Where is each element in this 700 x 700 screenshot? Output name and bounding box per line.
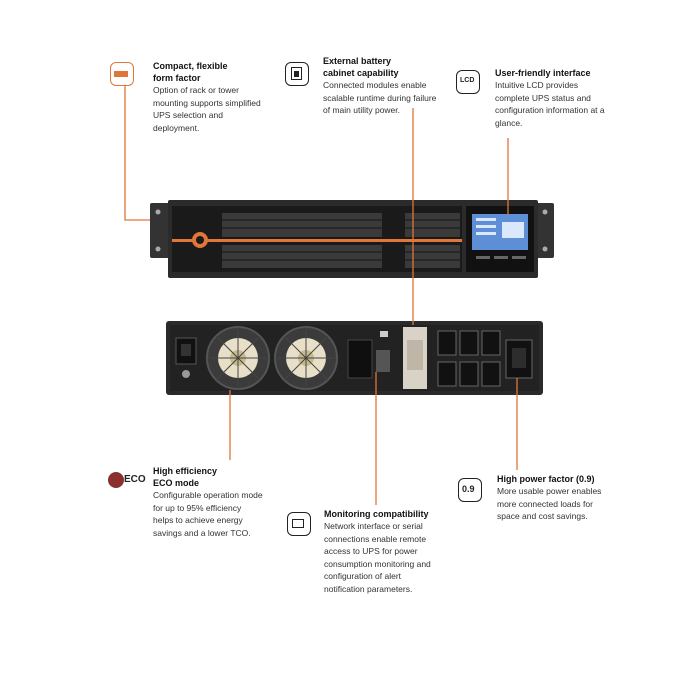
lcd-display-icon: LCD [456,70,480,94]
feature-monitoring-title: Monitoring compatibility [324,509,429,519]
feature-monitoring: Monitoring compatibility Network interfa… [324,508,442,595]
leader-lines [124,85,518,505]
network-monitoring-icon [287,512,311,536]
feature-compact-body: Option of rack or tower mounting support… [153,85,261,133]
lcd-icon-text: LCD [460,77,475,84]
fan-right [274,326,338,390]
feature-battery-body: Connected modules enable scalable runtim… [323,80,437,115]
feature-eco-title: High efficiency ECO mode [153,466,218,488]
ups-rear-panel [166,321,543,395]
feature-lcd-title: User-friendly interface [495,68,591,78]
power-factor-icon: 0.9 [458,478,482,502]
feature-power-factor: High power factor (0.9) More usable powe… [497,473,609,523]
feature-compact: Compact, flexible form factor Option of … [153,60,268,134]
eco-icon-text: ECO [124,474,146,485]
feature-lcd: User-friendly interface Intuitive LCD pr… [495,67,610,129]
feature-battery: External battery cabinet capability Conn… [323,55,438,117]
feature-power-factor-title: High power factor (0.9) [497,474,595,484]
feature-eco: High efficiency ECO mode Configurable op… [153,465,263,539]
pf-icon-text: 0.9 [462,484,475,494]
feature-compact-title: Compact, flexible form factor [153,61,228,83]
feature-monitoring-body: Network interface or serial connections … [324,521,431,594]
feature-eco-body: Configurable operation mode for up to 95… [153,490,263,538]
battery-cabinet-icon [285,62,309,86]
fan-left [206,326,270,390]
feature-power-factor-body: More usable power enables more connected… [497,486,602,521]
rack-form-factor-icon [110,62,134,86]
feature-battery-title: External battery cabinet capability [323,56,399,78]
ups-front-panel [150,200,554,278]
eco-mode-icon: ECO [108,470,150,492]
feature-lcd-body: Intuitive LCD provides complete UPS stat… [495,80,605,128]
